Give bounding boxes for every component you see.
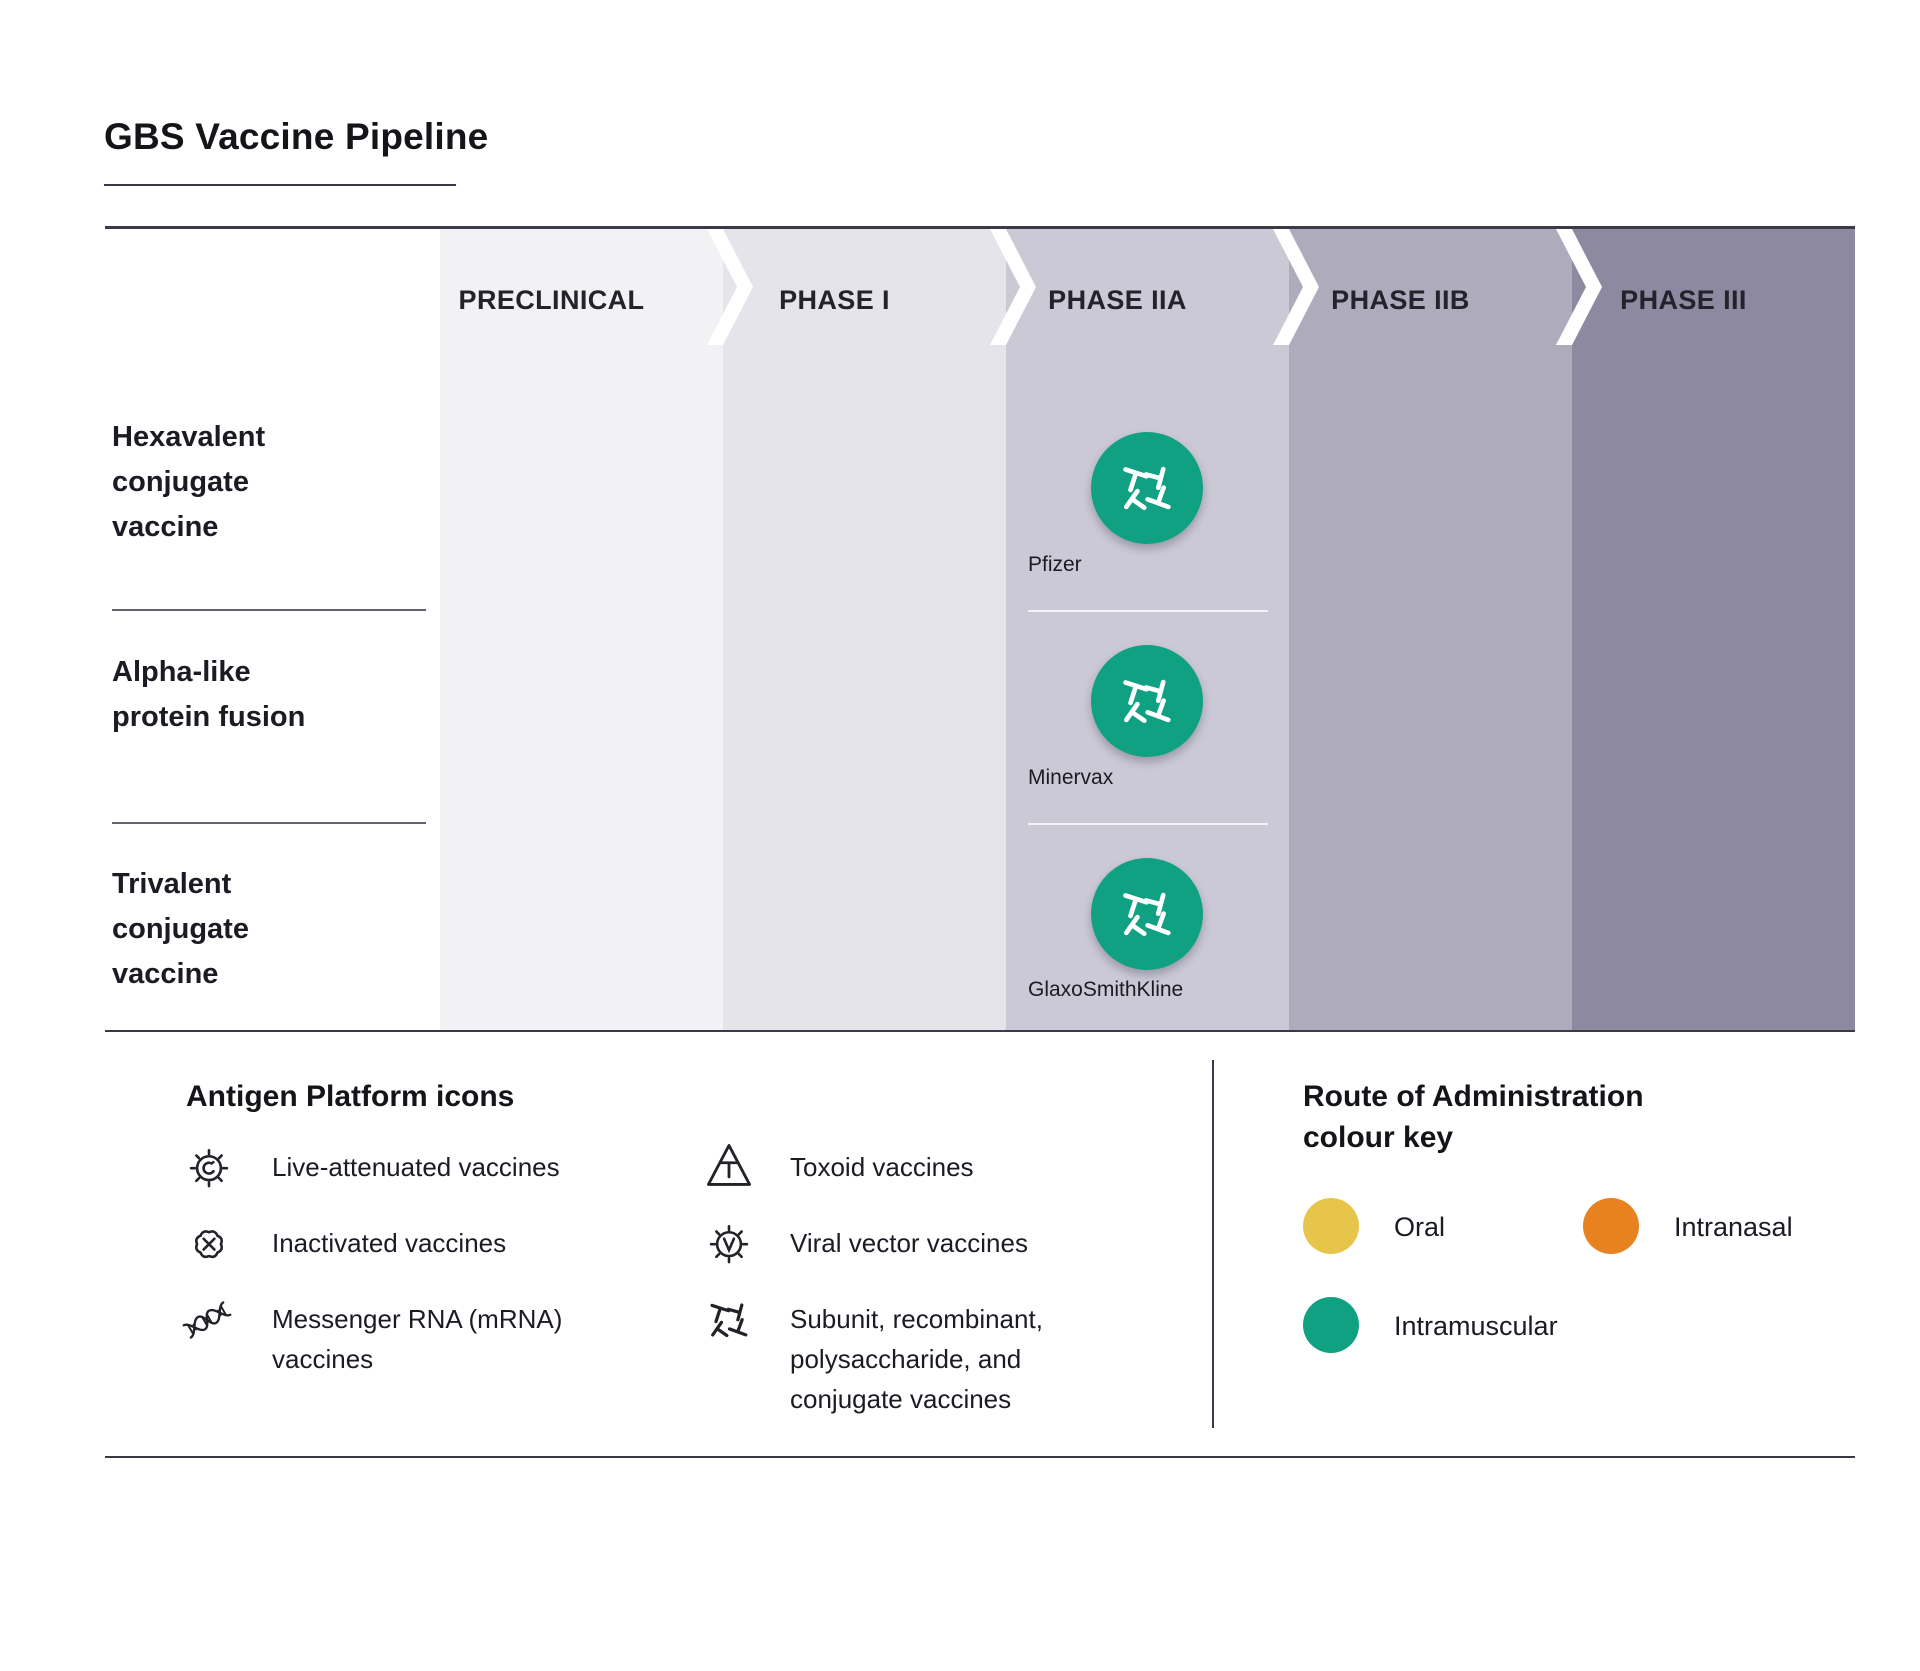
phase-column-phase-1: PHASE I xyxy=(723,229,1006,1030)
pipeline-entry-glaxosmithkline xyxy=(1091,858,1203,970)
phase-column-preclinical: PRECLINICAL xyxy=(440,229,723,1030)
inactivated-icon xyxy=(183,1216,235,1268)
row-divider xyxy=(112,609,426,611)
phase-header-phase-2b: PHASE IIB xyxy=(1331,285,1470,315)
page-title: GBS Vaccine Pipeline xyxy=(104,116,489,157)
antigen-platform-legend-title: Antigen Platform icons xyxy=(186,1080,515,1113)
company-label: Pfizer xyxy=(1028,553,1082,576)
entry-divider xyxy=(1028,823,1268,825)
title-underline xyxy=(104,184,456,186)
route-legend-title: Route of Administration colour key xyxy=(1303,1080,1644,1154)
phase-header-phase-2a: PHASE IIA xyxy=(1048,285,1187,315)
pipeline-entry-minervax xyxy=(1091,645,1203,757)
legend-item-label: Live-attenuated vaccines xyxy=(272,1152,560,1182)
table-bottom-rule xyxy=(105,1030,1855,1032)
toxoid-icon xyxy=(703,1140,755,1192)
subunit-icon xyxy=(1123,679,1171,724)
legend-item-label: Subunit, recombinant, polysaccharide, an… xyxy=(790,1304,1043,1414)
phase-column-phase-2b: PHASE IIB xyxy=(1289,229,1572,1030)
bottom-rule xyxy=(105,1456,1855,1458)
subunit-icon xyxy=(703,1294,755,1346)
legend-divider xyxy=(1212,1060,1214,1428)
legend-item-label: Toxoid vaccines xyxy=(790,1152,974,1182)
oral-color-swatch xyxy=(1303,1198,1359,1254)
phase-header-preclinical: PRECLINICAL xyxy=(458,285,645,315)
table-top-rule xyxy=(105,226,1855,229)
subunit-icon xyxy=(1123,466,1171,511)
live-attenuated-icon xyxy=(183,1140,235,1192)
row-divider xyxy=(112,822,426,824)
phase-header-phase-1: PHASE I xyxy=(779,285,890,315)
pipeline-table: PRECLINICAL PHASE I PHASE IIA PHASE IIB … xyxy=(440,229,1855,1030)
row-label-hexavalent-conjugate-vaccine: Hexavalent conjugate vaccine xyxy=(112,421,266,543)
company-label: Minervax xyxy=(1028,766,1114,789)
phase-arrow-icon xyxy=(707,229,753,345)
legend-item-label: Viral vector vaccines xyxy=(790,1228,1028,1258)
intranasal-color-swatch xyxy=(1583,1198,1639,1254)
company-label: GlaxoSmithKline xyxy=(1028,978,1184,1001)
pipeline-entry-pfizer xyxy=(1091,432,1203,544)
row-label-alpha-like-protein-fusion: Alpha-like protein fusion xyxy=(112,656,306,733)
phase-arrow-icon xyxy=(1273,229,1319,345)
route-label-intramuscular: Intramuscular xyxy=(1394,1311,1558,1341)
viral-vector-icon xyxy=(703,1216,755,1268)
legend-item-label: Inactivated vaccines xyxy=(272,1228,507,1258)
subunit-icon xyxy=(1123,892,1171,937)
phase-header-phase-3: PHASE III xyxy=(1620,285,1747,315)
phase-column-phase-3: PHASE III xyxy=(1572,229,1855,1030)
route-label-intranasal: Intranasal xyxy=(1674,1212,1793,1242)
intramuscular-color-swatch xyxy=(1303,1297,1359,1353)
row-label-trivalent-conjugate-vaccine: Trivalent conjugate vaccine xyxy=(112,868,249,990)
legend-item-label: Messenger RNA (mRNA) vaccines xyxy=(272,1304,563,1374)
phase-arrow-icon xyxy=(990,229,1036,345)
mrna-icon xyxy=(181,1294,233,1346)
route-label-oral: Oral xyxy=(1394,1212,1446,1242)
phase-arrow-icon xyxy=(1556,229,1602,345)
entry-divider xyxy=(1028,610,1268,612)
